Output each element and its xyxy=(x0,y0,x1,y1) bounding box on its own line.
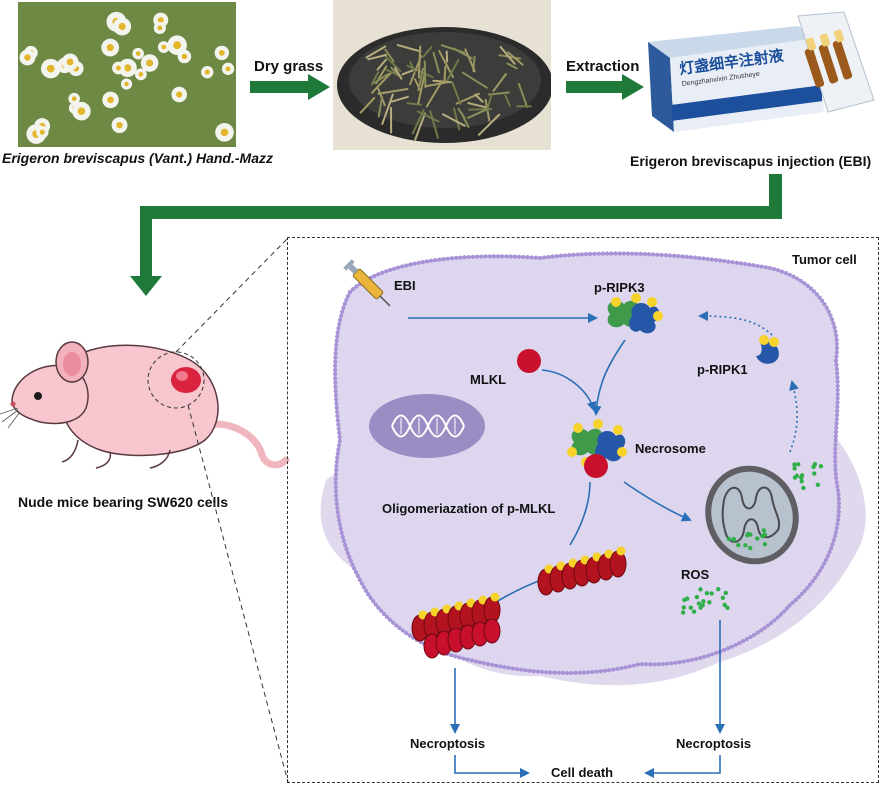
ros-dot xyxy=(691,609,697,614)
ros-dot xyxy=(698,587,703,592)
ros-dot xyxy=(723,590,729,596)
ros-dot xyxy=(720,595,726,600)
ros-dot xyxy=(815,482,821,488)
cell-death-label: Cell death xyxy=(551,765,614,780)
ros-dot xyxy=(680,610,686,615)
ros-dot xyxy=(716,586,721,592)
necrosome-complex xyxy=(567,419,627,478)
ros-dot xyxy=(792,475,798,480)
ros-dot xyxy=(736,542,741,548)
ros-dot xyxy=(685,596,690,601)
ros-dot xyxy=(726,536,732,542)
necroptosis-right-label: Necroptosis xyxy=(676,736,752,751)
ros-dot xyxy=(811,464,816,470)
ros-cluster-mito xyxy=(726,528,768,551)
ripk1-protein xyxy=(756,335,779,364)
dry-grass-label: Dry grass xyxy=(254,58,324,75)
phosphate-dot xyxy=(490,592,500,602)
extraction-label: Extraction xyxy=(566,58,640,75)
mlkl-label: MLKL xyxy=(470,372,507,387)
ros-dot xyxy=(725,605,730,610)
ros-cluster-upper xyxy=(792,461,824,491)
ripk3-complex xyxy=(607,293,663,334)
necroptosis-left-label: Necroptosis xyxy=(410,736,486,751)
dna-icon xyxy=(391,414,465,438)
ros-dot xyxy=(707,600,712,605)
mlkl-oligomer-1 xyxy=(537,546,627,596)
ebi-caption: Erigeron breviscapus injection (EBI) xyxy=(630,153,872,169)
ros-dot xyxy=(704,591,710,596)
mlkl-oligomer-2 xyxy=(411,592,501,659)
phosphate-dot xyxy=(616,546,626,556)
ros-dot xyxy=(762,542,768,547)
tumor-cell-title: Tumor cell xyxy=(792,252,857,267)
ros-dot xyxy=(799,479,804,484)
ros-cluster-cytosol xyxy=(680,586,730,615)
ros-dot xyxy=(747,545,753,551)
green-arrow-1 xyxy=(250,74,330,100)
ros-dot xyxy=(799,473,805,478)
ros-label: ROS xyxy=(681,567,710,582)
ros-dot xyxy=(681,605,686,610)
box-brand: BIOVALLEY xyxy=(677,110,716,122)
mlkl-protein xyxy=(517,349,541,373)
ros-dot xyxy=(709,591,714,596)
necrosome-label: Necrosome xyxy=(635,441,706,456)
ros-dot xyxy=(694,594,700,600)
ros-dot xyxy=(701,599,706,604)
ros-dot xyxy=(761,528,767,533)
dried-herb-photo xyxy=(333,0,551,150)
ros-dot xyxy=(745,533,750,538)
mlkl-subunit xyxy=(483,618,501,644)
ros-dot xyxy=(688,605,694,610)
ripk3-label: p-RIPK3 xyxy=(594,280,645,295)
ros-dot xyxy=(818,464,824,469)
green-arrow-2 xyxy=(566,74,644,100)
ros-dot xyxy=(796,462,801,467)
ros-dot xyxy=(792,466,797,471)
nude-mouse xyxy=(0,341,290,469)
ros-dot xyxy=(696,601,702,606)
ripk1-label: p-RIPK1 xyxy=(697,362,748,377)
oligomerization-label: Oligomeriazation of p-MLKL xyxy=(382,501,556,516)
ros-dot xyxy=(698,605,703,610)
ros-dot xyxy=(760,533,765,539)
ros-dot xyxy=(731,536,736,542)
tumor-cell-panel xyxy=(287,237,879,783)
ros-dot xyxy=(743,543,748,548)
mouse-caption: Nude mice bearing SW620 cells xyxy=(18,494,229,510)
syringe-icon xyxy=(343,259,391,307)
plant-caption: Erigeron breviscapus (Vant.) Hand.-Mazz xyxy=(2,150,273,166)
mlkl-subunit xyxy=(609,550,627,578)
ebi-label: EBI xyxy=(394,278,416,293)
ros-dot xyxy=(755,536,760,541)
ros-dot xyxy=(812,471,817,476)
ros-dot xyxy=(801,485,806,491)
ros-dot xyxy=(792,462,797,467)
ros-dot xyxy=(722,602,727,608)
plant-photo xyxy=(18,2,236,147)
ebi-product-box: 灯盏细辛注射液 Dengzhanxixin Zhusheye BIOVALLEY xyxy=(648,11,875,132)
